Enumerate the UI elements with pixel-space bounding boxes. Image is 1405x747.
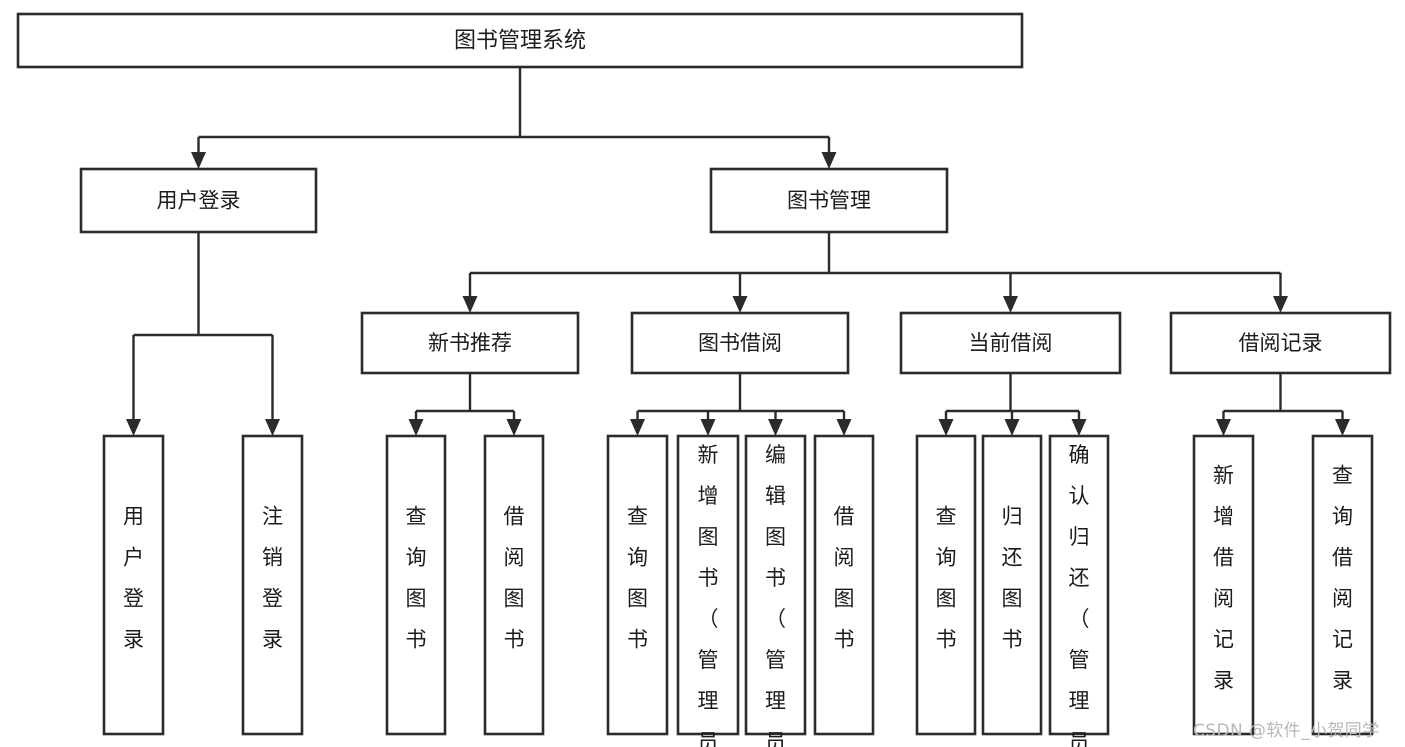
node-box-leaf-query-book-3[interactable]: [915, 434, 977, 736]
node-label-leaf-borrow-book-2: 借阅图书: [834, 505, 855, 652]
node-box-leaf-edit-book-admin[interactable]: [744, 434, 807, 736]
node-box-leaf-query-book-1[interactable]: [385, 434, 447, 736]
node-book-borrow[interactable]: 图书借阅: [630, 311, 850, 375]
node-box-root[interactable]: [16, 12, 1024, 69]
arrow-head-root-to-book-manage: [821, 152, 837, 169]
arrow-head-book-manage-to-new-book-recommend: [462, 296, 478, 313]
node-box-current-borrow[interactable]: [899, 311, 1122, 375]
node-leaf-query-borrow-record[interactable]: 查询借阅记录: [1311, 434, 1374, 736]
node-label-leaf-confirm-return-admin: 确认归还（管理员）: [1069, 443, 1090, 747]
arrow-head-root-to-user-login: [191, 152, 206, 169]
node-label-leaf-query-borrow-record: 查询借阅记录: [1332, 464, 1353, 693]
arrow-head-book-manage-to-borrow-record: [1273, 296, 1288, 313]
node-current-borrow[interactable]: 当前借阅: [899, 311, 1122, 375]
node-leaf-add-book-admin[interactable]: 新增图书（管理员）: [676, 434, 740, 747]
node-leaf-edit-book-admin[interactable]: 编辑图书（管理员）: [744, 434, 807, 747]
node-label-leaf-add-book-admin: 新增图书（管理员）: [698, 443, 719, 747]
arrow-head-new-book-recommend-to-leaf-query-book-1: [408, 419, 424, 436]
node-leaf-add-borrow-record[interactable]: 新增借阅记录: [1192, 434, 1255, 736]
node-label-new-book-recommend: 新书推荐: [428, 331, 512, 355]
node-label-leaf-borrow-book-1: 借阅图书: [504, 505, 525, 652]
node-label-leaf-edit-book-admin: 编辑图书（管理员）: [765, 443, 786, 747]
node-label-leaf-return-book: 归还图书: [1002, 505, 1023, 652]
node-box-user-login[interactable]: [79, 167, 318, 234]
node-box-leaf-query-book-2[interactable]: [606, 434, 669, 736]
watermark-label: CSDN @软件_小贺同学: [1193, 721, 1380, 741]
node-box-borrow-record[interactable]: [1169, 311, 1392, 375]
node-label-user-login: 用户登录: [157, 189, 241, 213]
node-label-root: 图书管理系统: [454, 29, 586, 54]
node-box-leaf-user-login[interactable]: [102, 434, 165, 736]
node-label-leaf-user-logout: 注销登录: [262, 505, 283, 652]
arrow-head-current-borrow-to-leaf-return-book: [1004, 419, 1020, 436]
node-box-book-manage[interactable]: [709, 167, 949, 234]
arrow-head-new-book-recommend-to-leaf-borrow-book-1: [506, 419, 522, 436]
node-label-leaf-add-borrow-record: 新增借阅记录: [1213, 464, 1234, 693]
arrow-head-book-manage-to-current-borrow: [1003, 296, 1018, 313]
node-box-leaf-query-borrow-record[interactable]: [1311, 434, 1374, 736]
node-layer: 图书管理系统用户登录图书管理新书推荐图书借阅当前借阅借阅记录用户登录注销登录查询…: [16, 12, 1392, 747]
node-leaf-return-book[interactable]: 归还图书: [981, 434, 1043, 736]
node-leaf-user-login[interactable]: 用户登录: [102, 434, 165, 736]
arrow-head-book-borrow-to-leaf-edit-book-admin: [768, 419, 783, 436]
node-label-leaf-query-book-2: 查询图书: [627, 505, 648, 652]
node-label-book-manage: 图书管理: [787, 189, 871, 213]
node-box-leaf-add-book-admin[interactable]: [676, 434, 740, 736]
arrow-head-borrow-record-to-leaf-query-borrow-record: [1335, 419, 1350, 436]
node-label-book-borrow: 图书借阅: [698, 331, 782, 355]
arrow-head-book-borrow-to-leaf-add-book-admin: [700, 419, 716, 436]
node-box-leaf-return-book[interactable]: [981, 434, 1043, 736]
node-label-leaf-user-login: 用户登录: [123, 505, 144, 652]
node-leaf-query-book-1[interactable]: 查询图书: [385, 434, 447, 736]
node-box-leaf-borrow-book-1[interactable]: [483, 434, 545, 736]
connector-layer: [126, 67, 1350, 436]
node-label-leaf-query-book-3: 查询图书: [936, 505, 957, 652]
node-label-leaf-query-book-1: 查询图书: [406, 505, 427, 652]
node-leaf-query-book-2[interactable]: 查询图书: [606, 434, 669, 736]
node-box-leaf-add-borrow-record[interactable]: [1192, 434, 1255, 736]
node-new-book-recommend[interactable]: 新书推荐: [360, 311, 580, 375]
node-box-leaf-user-logout[interactable]: [241, 434, 304, 736]
node-borrow-record[interactable]: 借阅记录: [1169, 311, 1392, 375]
node-leaf-borrow-book-2[interactable]: 借阅图书: [813, 434, 875, 736]
arrow-head-user-login-to-leaf-user-login: [126, 419, 141, 436]
node-leaf-query-book-3[interactable]: 查询图书: [915, 434, 977, 736]
node-root[interactable]: 图书管理系统: [16, 12, 1024, 69]
arrow-head-current-borrow-to-leaf-confirm-return-admin: [1071, 419, 1087, 436]
node-box-book-borrow[interactable]: [630, 311, 850, 375]
arrow-head-user-login-to-leaf-user-logout: [265, 419, 280, 436]
node-leaf-confirm-return-admin[interactable]: 确认归还（管理员）: [1048, 434, 1110, 747]
node-leaf-user-logout[interactable]: 注销登录: [241, 434, 304, 736]
arrow-head-book-borrow-to-leaf-query-book-2: [630, 419, 645, 436]
arrow-head-book-manage-to-book-borrow: [732, 296, 748, 313]
node-label-borrow-record: 借阅记录: [1239, 331, 1323, 355]
node-user-login[interactable]: 用户登录: [79, 167, 318, 234]
node-leaf-borrow-book-1[interactable]: 借阅图书: [483, 434, 545, 736]
node-book-manage[interactable]: 图书管理: [709, 167, 949, 234]
node-box-leaf-borrow-book-2[interactable]: [813, 434, 875, 736]
arrow-head-current-borrow-to-leaf-query-book-3: [938, 419, 954, 436]
node-label-current-borrow: 当前借阅: [969, 331, 1053, 355]
node-box-new-book-recommend[interactable]: [360, 311, 580, 375]
node-box-leaf-confirm-return-admin[interactable]: [1048, 434, 1110, 736]
arrow-head-borrow-record-to-leaf-add-borrow-record: [1216, 419, 1231, 436]
arrow-head-book-borrow-to-leaf-borrow-book-2: [836, 419, 852, 436]
